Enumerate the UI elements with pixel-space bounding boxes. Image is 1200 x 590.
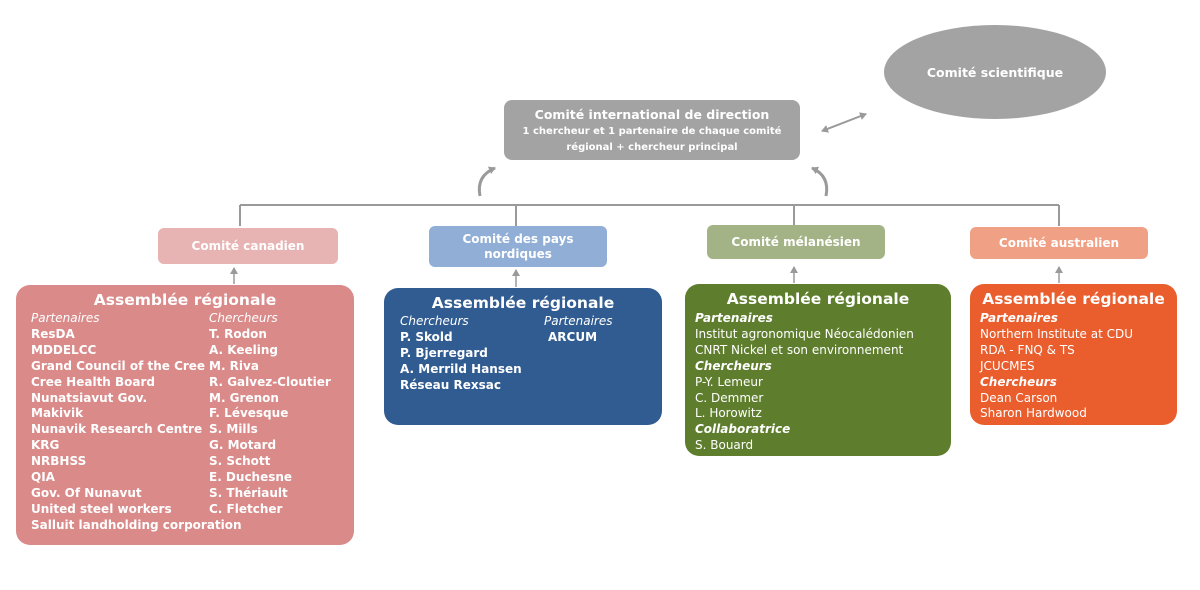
canada-researcher: G. Motard <box>209 438 277 453</box>
steering-committee-line1: 1 chercheur et 1 partenaire de chaque co… <box>522 126 782 137</box>
canada-researcher: E. Duchesne <box>209 470 293 485</box>
canada-partner: ResDA <box>31 326 75 341</box>
canada-partner: Grand Council of the Cree <box>31 358 206 373</box>
nordic-researcher: Réseau Rexsac <box>400 377 501 392</box>
scientific-committee-label: Comité scientifique <box>926 64 1064 80</box>
melanesian-committee: Comité mélanésien <box>707 225 885 259</box>
nordic-researchers-column: Chercheurs P. Skold P. Bjerregard A. Mer… <box>400 314 522 394</box>
canada-partners-header: Partenaires <box>31 311 100 325</box>
melanesia-partners-header: Partenaires <box>695 311 773 325</box>
nordic-researcher: P. Skold <box>400 329 453 344</box>
australia-partner: JCUCMES <box>980 358 1035 373</box>
australia-researcher: Dean Carson <box>980 390 1058 405</box>
melanesia-assembly-title: Assemblée régionale <box>726 290 910 308</box>
melanesia-researchers-header: Chercheurs <box>695 358 772 373</box>
melanesia-researcher: L. Horowitz <box>695 406 762 421</box>
nordic-assembly-title: Assemblée régionale <box>431 294 615 312</box>
melanesia-partner: CNRT Nickel et son environnement <box>695 342 904 357</box>
australian-committee: Comité australien <box>970 227 1148 259</box>
canada-partner: Nunavik Research Centre <box>31 422 203 437</box>
canada-researcher: R. Galvez-Cloutier <box>209 374 331 389</box>
canada-partner: Makivik <box>31 406 84 421</box>
canada-partner: Cree Health Board <box>31 374 156 389</box>
canadian-committee: Comité canadien <box>158 228 338 264</box>
scientific-committee-ellipse: Comité scientifique <box>884 25 1106 119</box>
nordic-committee-label-line1: Comité des pays <box>462 231 574 246</box>
canada-partner: Gov. Of Nunavut <box>31 485 142 500</box>
canada-partner: Nunatsiavut Gov. <box>31 390 148 405</box>
australia-partners-header: Partenaires <box>980 311 1058 325</box>
canada-regional-assembly: Assemblée régionale Partenaires ResDA MD… <box>16 285 354 545</box>
canada-partner: QIA <box>31 470 55 485</box>
australia-assembly-title: Assemblée régionale <box>982 290 1165 308</box>
melanesia-collaborator: S. Bouard <box>695 438 754 453</box>
melanesia-researcher: P-Y. Lemeur <box>695 374 763 389</box>
steering-committee-title: Comité international de direction <box>534 107 770 122</box>
double-arrow-scientific <box>821 112 867 133</box>
canada-researcher: S. Mills <box>209 422 258 437</box>
nordic-researcher: A. Merrild Hansen <box>400 361 522 376</box>
australia-regional-assembly: Assemblée régionale Partenaires Northern… <box>970 284 1177 425</box>
canada-researcher: M. Riva <box>209 358 259 373</box>
melanesia-partner: Institut agronomique Néocalédonien <box>695 326 914 341</box>
australia-partner: RDA - FNQ & TS <box>980 342 1075 357</box>
canada-assembly-title: Assemblée régionale <box>93 291 277 309</box>
canada-partner: United steel workers <box>31 501 172 516</box>
nordic-committee: Comité des pays nordiques <box>429 226 607 267</box>
nordic-researcher: P. Bjerregard <box>400 345 488 360</box>
melanesia-collaborator-header: Collaboratrice <box>695 422 791 437</box>
canada-researcher: F. Lévesque <box>209 406 289 421</box>
melanesian-committee-label: Comité mélanésien <box>731 234 861 249</box>
canada-partner: NRBHSS <box>31 454 87 469</box>
canada-researcher: S. Schott <box>209 454 271 469</box>
steering-committee-line2: régional + chercheur principal <box>566 142 738 153</box>
nordic-partners-header: Partenaires <box>544 314 613 328</box>
canada-researcher: C. Fletcher <box>209 501 283 516</box>
canada-researcher: S. Thériault <box>209 485 288 500</box>
international-steering-committee: Comité international de direction 1 cher… <box>504 100 800 160</box>
nordic-partners-column: Partenaires ARCUM <box>544 314 612 346</box>
canada-partner: MDDELCC <box>31 342 97 357</box>
nordic-researchers-header: Chercheurs <box>400 314 469 328</box>
melanesia-researcher: C. Demmer <box>695 390 764 405</box>
canadian-committee-label: Comité canadien <box>191 238 305 253</box>
nordic-committee-label-line2: nordiques <box>484 246 552 261</box>
melanesia-list: Partenaires Institut agronomique Néocalé… <box>695 311 914 454</box>
canada-researcher: T. Rodon <box>209 326 267 341</box>
australia-researcher: Sharon Hardwood <box>980 406 1087 421</box>
canada-footer-partner: Salluit landholding corporation <box>31 517 242 532</box>
canada-researchers-column: Chercheurs T. Rodon A. Keeling M. Riva R… <box>209 311 331 518</box>
nordic-regional-assembly: Assemblée régionale Chercheurs P. Skold … <box>384 288 662 425</box>
australia-researchers-header: Chercheurs <box>980 374 1057 389</box>
canada-partners-column: Partenaires ResDA MDDELCC Grand Council … <box>31 311 242 534</box>
australian-committee-label: Comité australien <box>998 235 1120 250</box>
melanesia-regional-assembly: Assemblée régionale Partenaires Institut… <box>685 284 951 456</box>
curved-arrow-right <box>811 166 829 197</box>
canada-researcher: A. Keeling <box>209 342 278 357</box>
australia-list: Partenaires Northern Institute at CDU RD… <box>980 311 1133 422</box>
nordic-partner: ARCUM <box>548 329 598 344</box>
canada-researcher: M. Grenon <box>209 390 279 405</box>
canada-partner: KRG <box>31 438 60 453</box>
curved-arrow-left <box>477 166 496 197</box>
australia-partner: Northern Institute at CDU <box>980 326 1134 341</box>
canada-researchers-header: Chercheurs <box>209 311 278 325</box>
